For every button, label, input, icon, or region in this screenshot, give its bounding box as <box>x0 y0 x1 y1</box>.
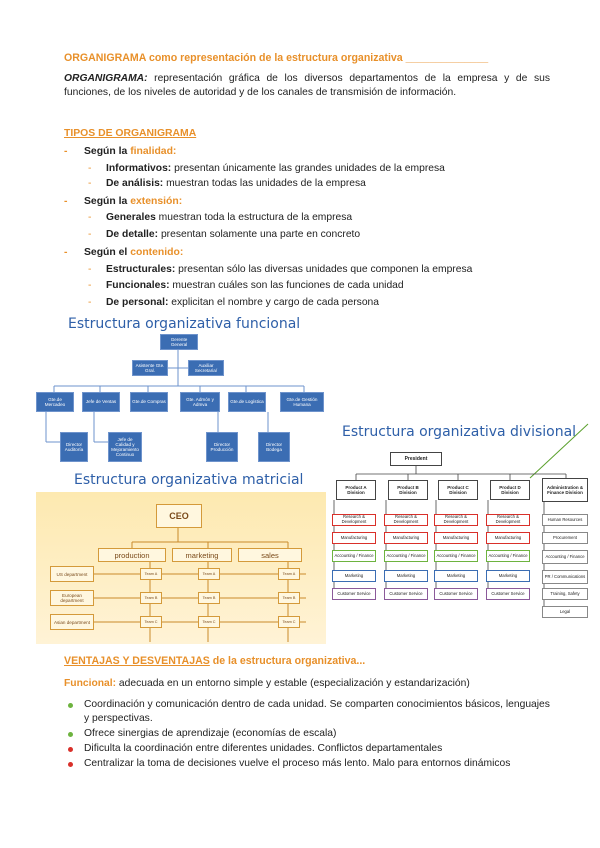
function-box: Manufacturing <box>434 532 478 544</box>
org-box-department: Gte.de Gestión Humana <box>280 392 324 412</box>
types-title: TIPOS DE ORGANIGRAMA <box>64 128 197 139</box>
function-box: Accounting / Finance <box>486 550 530 562</box>
admin-function-box: Training, Safety <box>542 588 588 600</box>
division-box: Product D Division <box>490 480 530 500</box>
criterion-extension: -Según la extensión: <box>64 196 183 207</box>
matrix-cell: Team A <box>140 568 162 580</box>
matrix-row-asian: Asian department <box>50 614 94 630</box>
admin-function-box: Accounting / Finance <box>542 550 588 564</box>
function-box: Accounting / Finance <box>384 550 428 562</box>
division-box: Product A Division <box>336 480 376 500</box>
matrix-row-us: US department <box>50 566 94 582</box>
page-title: ORGANIGRAMA como representación de la es… <box>64 52 489 64</box>
definition: ORGANIGRAMA: representación gráfica de l… <box>64 72 550 100</box>
matrix-cell: Team C <box>278 616 300 628</box>
type-item: -Informativos: presentan únicamente las … <box>88 163 445 174</box>
functional-org-chart: Estructura organizativa funcional Gerent… <box>36 316 326 466</box>
function-box: Marketing <box>332 570 376 582</box>
division-box: Product B Division <box>388 480 428 500</box>
function-box: Research & Development <box>486 514 530 526</box>
matrix-cell: Team C <box>140 616 162 628</box>
org-box-department: Gte.de Compras <box>130 392 168 412</box>
function-box: Customer Service <box>384 588 428 600</box>
con-item: Dificulta la coordinación entre diferent… <box>68 742 554 756</box>
matrix-cell: Team A <box>198 568 220 580</box>
matrix-column-sales: sales <box>238 548 302 562</box>
matrix-column-production: production <box>98 548 166 562</box>
pro-item: Coordinación y comunicación dentro de ca… <box>68 698 554 726</box>
type-item: -Generales muestran toda la estructura d… <box>88 212 353 223</box>
matrix-org-chart: Estructura organizativa matricial CEO pr… <box>36 468 326 644</box>
org-box-department: Gte.de Logística <box>228 392 266 412</box>
matrix-row-european: European department <box>50 590 94 606</box>
admin-function-box: Human Resources <box>542 514 588 526</box>
function-box: Accounting / Finance <box>332 550 376 562</box>
type-item: -De personal: explicitan el nombre y car… <box>88 297 380 308</box>
function-box: Marketing <box>434 570 478 582</box>
definition-term: ORGANIGRAMA: <box>64 73 148 84</box>
functional-chart-title: Estructura organizativa funcional <box>68 316 301 332</box>
org-box-department: Jefe de Ventas <box>82 392 120 412</box>
type-item: -Funcionales: muestran cuáles son las fu… <box>88 280 404 291</box>
function-box: Manufacturing <box>486 532 530 544</box>
function-box: Manufacturing <box>332 532 376 544</box>
org-box-subunit: Director Producción <box>206 432 238 462</box>
function-box: Manufacturing <box>384 532 428 544</box>
matrix-cell: Team B <box>278 592 300 604</box>
function-box: Customer Service <box>332 588 376 600</box>
function-box: Customer Service <box>434 588 478 600</box>
admin-function-box: Procurement <box>542 532 588 544</box>
pro-item: Ofrece sinergias de aprendizaje (economí… <box>68 727 554 741</box>
positive-bullet-icon <box>68 732 73 737</box>
matrix-column-marketing: marketing <box>172 548 232 562</box>
org-box-subunit: Director Bodega <box>258 432 290 462</box>
function-box: Marketing <box>384 570 428 582</box>
funcional-summary: Funcional: adecuada en un entorno simple… <box>64 678 470 689</box>
org-box-department: Gte. Admón y Admva <box>180 392 220 412</box>
matrix-cell: Team B <box>140 592 162 604</box>
matrix-cell: Team A <box>278 568 300 580</box>
org-box-assistant: Auxiliar Secretaria/ <box>188 360 224 376</box>
functional-chart-connectors <box>45 350 305 443</box>
function-box: Accounting / Finance <box>434 550 478 562</box>
type-item: -De análisis: muestran todas las unidade… <box>88 178 366 189</box>
criterion-finalidad: -Según la finalidad: <box>64 146 177 157</box>
type-item: -De detalle: presentan solamente una par… <box>88 229 361 240</box>
org-box-department: Gte.de Mercadeo <box>36 392 74 412</box>
function-box: Customer Service <box>486 588 530 600</box>
org-box-subunit: Jefe de Calidad y Mejoramiento Continuo <box>108 432 142 462</box>
criterion-contenido: -Según el contenido: <box>64 247 184 258</box>
division-president: President <box>390 452 442 466</box>
admin-function-box: PR / Communications <box>542 570 588 584</box>
negative-bullet-icon <box>68 747 73 752</box>
matrix-cell: Team B <box>198 592 220 604</box>
matrix-cell: Team C <box>198 616 220 628</box>
matrix-box-ceo: CEO <box>156 504 202 528</box>
division-box: Product C Division <box>438 480 478 500</box>
negative-bullet-icon <box>68 762 73 767</box>
org-box-top: Gerente General <box>160 334 198 350</box>
definition-text: representación gráfica de los diversos d… <box>64 73 550 98</box>
admin-function-box: Legal <box>542 606 588 618</box>
divisional-org-chart: Estructura organizativa divisional Presi… <box>330 420 590 622</box>
positive-bullet-icon <box>68 703 73 708</box>
pros-cons-list: Coordinación y comunicación dentro de ca… <box>68 698 554 772</box>
function-box: Research & Development <box>332 514 376 526</box>
matrix-chart-title: Estructura organizativa matricial <box>74 472 304 488</box>
type-item: -Estructurales: presentan sólo las diver… <box>88 264 473 275</box>
division-box: Administration & Finance Division <box>542 478 588 502</box>
org-box-subunit: Director Auditoría <box>60 432 88 462</box>
org-box-assistant: Asistente Gte. Gral. <box>132 360 168 376</box>
function-box: Research & Development <box>384 514 428 526</box>
function-box: Marketing <box>486 570 530 582</box>
divisional-chart-title: Estructura organizativa divisional <box>342 424 577 440</box>
advantages-title: VENTAJAS Y DESVENTAJAS de la estructura … <box>64 655 366 667</box>
con-item: Centralizar la toma de decisiones vuelve… <box>68 757 554 771</box>
function-box: Research & Development <box>434 514 478 526</box>
